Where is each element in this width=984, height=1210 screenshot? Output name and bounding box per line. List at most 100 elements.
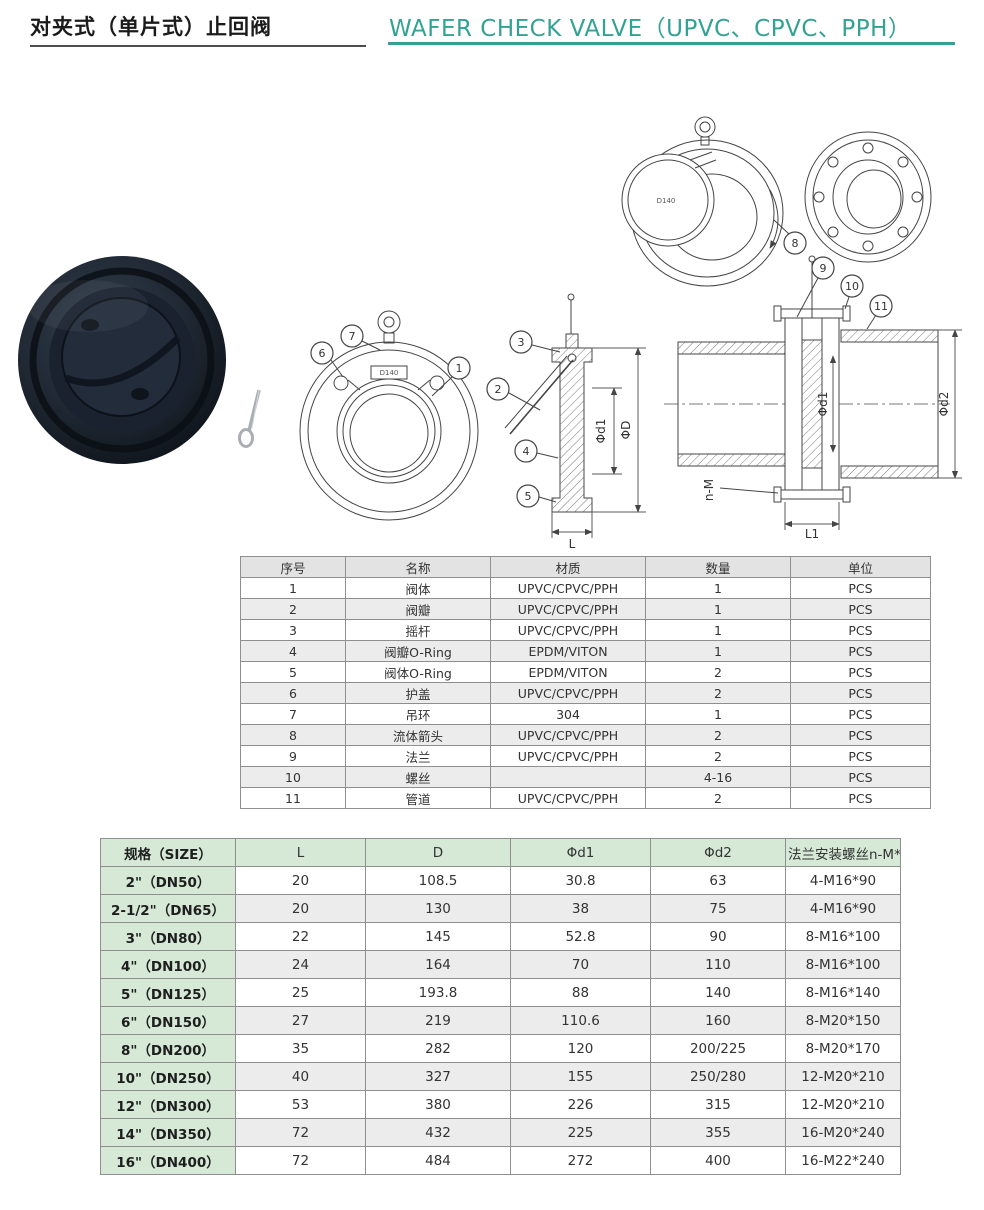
table-cell: 1 <box>240 577 346 599</box>
table-cell: 327 <box>365 1062 511 1091</box>
table-cell: 38 <box>510 894 651 923</box>
table-cell: 400 <box>650 1146 786 1175</box>
table-cell: UPVC/CPVC/PPH <box>490 619 646 641</box>
table-cell: 226 <box>510 1090 651 1119</box>
svg-text:9: 9 <box>820 262 827 275</box>
table-cell: 35 <box>235 1034 366 1063</box>
table-cell: 164 <box>365 950 511 979</box>
table-cell: 10"（DN250） <box>100 1062 236 1091</box>
column-header: 法兰安装螺丝n-M*L1 <box>785 838 901 867</box>
table-cell: UPVC/CPVC/PPH <box>490 745 646 767</box>
table-cell: 20 <box>235 866 366 895</box>
table-cell: 315 <box>650 1090 786 1119</box>
table-cell: 432 <box>365 1118 511 1147</box>
table-cell: 5 <box>240 661 346 683</box>
page-title-cn: 对夹式（单片式）止回阀 <box>30 15 272 39</box>
table-cell: 2 <box>645 787 791 809</box>
table-cell: 130 <box>365 894 511 923</box>
table-cell: 8-M16*100 <box>785 950 901 979</box>
callout-8: 8 <box>773 219 807 255</box>
table-cell: 8 <box>240 724 346 746</box>
table-cell: 72 <box>235 1146 366 1175</box>
table-cell: 3 <box>240 619 346 641</box>
table-cell: PCS <box>790 787 931 809</box>
perspective-view-drawing <box>621 116 932 287</box>
table-cell: 螺丝 <box>345 766 491 788</box>
table-cell: 1 <box>645 619 791 641</box>
table-cell: 摇杆 <box>345 619 491 641</box>
table-cell: 12"（DN300） <box>100 1090 236 1119</box>
table-cell: 30.8 <box>510 866 651 895</box>
table-cell: 20 <box>235 894 366 923</box>
assembly-view-drawing <box>664 255 962 530</box>
column-header: Φd2 <box>650 838 786 867</box>
table-cell: 8"（DN200） <box>100 1034 236 1063</box>
title-underline-teal <box>388 42 955 45</box>
table-cell: 4"（DN100） <box>100 950 236 979</box>
table-cell: 6"（DN150） <box>100 1006 236 1035</box>
table-cell: PCS <box>790 724 931 746</box>
table-cell: 2 <box>645 661 791 683</box>
table-cell: PCS <box>790 661 931 683</box>
table-cell: 380 <box>365 1090 511 1119</box>
table-cell: 6 <box>240 682 346 704</box>
column-header: L <box>235 838 366 867</box>
table-cell: 72 <box>235 1118 366 1147</box>
table-cell: 8-M16*140 <box>785 978 901 1007</box>
dim-label-d1-section: Φd1 <box>594 419 608 444</box>
table-cell: 282 <box>365 1034 511 1063</box>
table-cell: 2"（DN50） <box>100 866 236 895</box>
dim-label-d2: Φd2 <box>937 392 951 417</box>
table-cell: 63 <box>650 866 786 895</box>
table-cell: 1 <box>645 598 791 620</box>
table-cell: 7 <box>240 703 346 725</box>
table-cell: 250/280 <box>650 1062 786 1091</box>
column-header: 数量 <box>645 556 791 578</box>
table-cell: PCS <box>790 703 931 725</box>
table-cell: 1 <box>645 703 791 725</box>
table-cell: 88 <box>510 978 651 1007</box>
table-cell: UPVC/CPVC/PPH <box>490 724 646 746</box>
table-cell: 9 <box>240 745 346 767</box>
column-header: 材质 <box>490 556 646 578</box>
table-cell: 吊环 <box>345 703 491 725</box>
table-cell: 2 <box>645 682 791 704</box>
table-cell: 阀瓣 <box>345 598 491 620</box>
column-header: 名称 <box>345 556 491 578</box>
table-cell: 1 <box>645 640 791 662</box>
svg-text:10: 10 <box>845 280 859 293</box>
callout-6: 6 <box>310 341 344 378</box>
table-cell: 52.8 <box>510 922 651 951</box>
table-cell: 阀体O-Ring <box>345 661 491 683</box>
table-cell: 140 <box>650 978 786 1007</box>
table-cell: 2 <box>240 598 346 620</box>
svg-text:11: 11 <box>874 300 888 313</box>
table-cell: PCS <box>790 745 931 767</box>
callout-2: 2 <box>486 377 541 411</box>
table-cell: 4-M16*90 <box>785 894 901 923</box>
table-cell: PCS <box>790 577 931 599</box>
table-cell: 304 <box>490 703 646 725</box>
svg-text:6: 6 <box>319 347 326 360</box>
table-cell: 160 <box>650 1006 786 1035</box>
table-cell: 75 <box>650 894 786 923</box>
callout-9: 9 <box>796 256 835 318</box>
table-cell: UPVC/CPVC/PPH <box>490 598 646 620</box>
table-cell: 225 <box>510 1118 651 1147</box>
table-cell: 8-M16*100 <box>785 922 901 951</box>
table-cell: 22 <box>235 922 366 951</box>
table-cell: 272 <box>510 1146 651 1175</box>
disc-mark-label: D140 <box>657 197 676 205</box>
